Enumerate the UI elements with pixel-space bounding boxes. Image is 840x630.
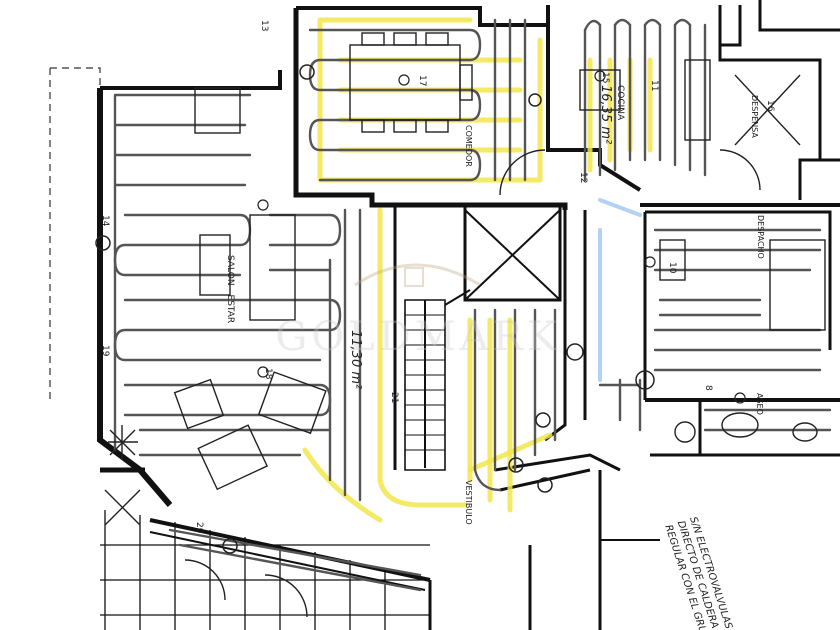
room-label-despensa: DESPENSA xyxy=(750,95,759,138)
circuit-number: 21 xyxy=(389,392,399,403)
circuit-number: 17 xyxy=(417,75,427,86)
circuit-number: 19 xyxy=(100,345,110,357)
watermark-text: GOLDMARK xyxy=(275,314,560,360)
circuit-numbers: 13 17 18 19 16 15 14 10 8 21 20 12 11 xyxy=(100,20,775,534)
handwritten-note: S/N ELECTROVALVULAS DIRECTO DE CALDERA R… xyxy=(662,516,734,630)
walls xyxy=(49,0,840,630)
circuit-markers xyxy=(95,64,746,554)
circuit-number: 20 xyxy=(194,522,204,534)
area-labels: 11,30 m² 16,35 m² xyxy=(348,85,613,389)
room-label-vestibulo: VESTIBULO xyxy=(464,480,473,525)
room-labels: SALON - ESTAR COMEDOR COCINA DESPENSA DE… xyxy=(225,85,765,525)
circuit-number: 18 xyxy=(263,368,273,380)
area-label-vestibulo: 11,30 m² xyxy=(348,330,363,389)
room-label-despacho: DESPACHO xyxy=(756,215,765,259)
circuit-number: 14 xyxy=(100,215,110,227)
circuit-number: 11 xyxy=(649,80,659,91)
room-label-aseo: ASEO xyxy=(755,393,764,415)
circuit-number: 8 xyxy=(703,385,713,391)
circuit-number: 13 xyxy=(259,20,269,31)
room-label-salon: SALON - ESTAR xyxy=(225,255,235,323)
circuit-number: 10 xyxy=(667,262,677,274)
furniture xyxy=(104,32,826,618)
circuit-number: 15 xyxy=(600,72,610,83)
room-label-comedor: COMEDOR xyxy=(464,125,473,167)
circuit-number: 16 xyxy=(765,100,775,112)
circuit-number: 12 xyxy=(578,172,588,183)
heating-pipe-loops xyxy=(113,18,832,592)
room-label-cocina: COCINA xyxy=(615,85,625,121)
area-label-cocina: 16,35 m² xyxy=(598,85,613,144)
watermark: GOLDMARK xyxy=(275,263,560,360)
